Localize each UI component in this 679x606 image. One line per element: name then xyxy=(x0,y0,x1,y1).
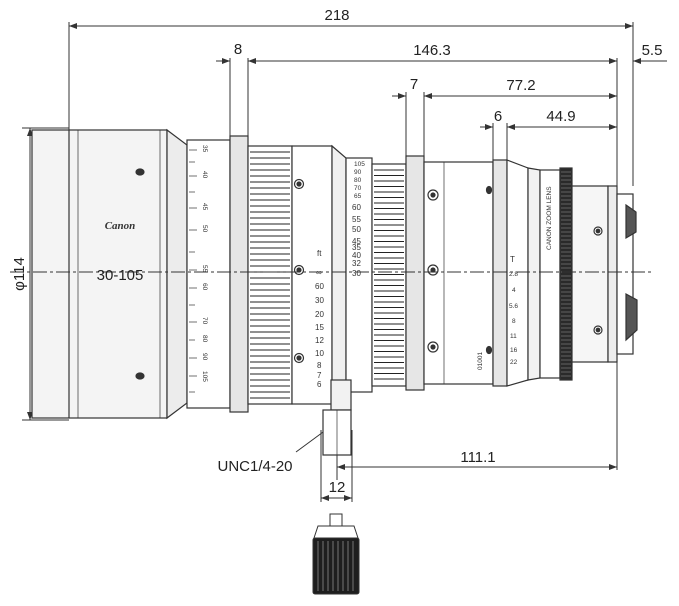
dim-front-to-mount: 146.3 xyxy=(413,42,451,59)
iris-label: 11 xyxy=(510,333,517,340)
focal-label: 80 xyxy=(354,177,362,184)
iris-side-screw-bottom xyxy=(485,345,493,355)
focus-label: 6 xyxy=(317,380,322,389)
middle-ring xyxy=(405,155,425,391)
dim-rear-ring-width: 6 xyxy=(494,108,502,125)
iris-label: 16 xyxy=(510,347,518,354)
dim-overall-length: 218 xyxy=(324,7,349,24)
front-barrel xyxy=(31,128,188,420)
dim-mount-protrusion: 5.5 xyxy=(642,42,663,59)
zoom-label: 55 xyxy=(201,265,208,273)
zoom-scale-labels: 35 40 45 50 55 60 70 80 90 105 xyxy=(201,145,208,382)
iris-unit-label: T xyxy=(510,255,515,264)
thread-label: UNC1/4-20 xyxy=(217,458,292,475)
iris-label: 2.8 xyxy=(509,271,518,278)
dim-middle-to-mount: 77.2 xyxy=(506,77,535,94)
brand-logo: Canon xyxy=(105,220,136,232)
focus-label: 12 xyxy=(315,336,324,345)
focal-label: 40 xyxy=(352,251,361,260)
focal-label: 65 xyxy=(354,193,362,200)
dim-tripod-width: 12 xyxy=(329,479,346,496)
focal-label: 32 xyxy=(352,259,361,268)
focus-label: 7 xyxy=(317,371,322,380)
focus-ring: ft ∞ 60 30 20 15 12 10 8 7 6 xyxy=(291,144,347,406)
iris-label: 8 xyxy=(512,318,516,325)
focal-label: 35 xyxy=(352,243,361,252)
dim-rear-to-mount: 44.9 xyxy=(546,108,575,125)
dimension-values: 218 8 146.3 5.5 7 77.2 6 44.9 φ114 111.1… xyxy=(11,7,662,496)
front-flange xyxy=(229,135,249,413)
iris-label: 22 xyxy=(510,359,518,366)
lens-body: 35 40 45 50 55 60 70 80 90 105 xyxy=(31,128,638,456)
model-label: 30-105 xyxy=(97,267,144,284)
front-screw-top xyxy=(135,168,145,176)
dim-middle-ring-width: 7 xyxy=(410,76,418,93)
focal-label: 50 xyxy=(352,225,361,234)
dim-tripod-to-mount: 111.1 xyxy=(460,449,495,466)
zoom-label: 45 xyxy=(201,203,208,211)
focus-label: 30 xyxy=(315,296,324,305)
zoom-label: 105 xyxy=(201,371,208,382)
zoom-label: 35 xyxy=(201,145,208,153)
iris-scale-ring: T 2.8 4 5.6 8 11 16 22 xyxy=(506,159,529,387)
front-screw-bottom xyxy=(135,372,145,380)
focus-unit-label: ft xyxy=(317,249,322,258)
tripod-knob xyxy=(312,513,360,595)
rear-name-ring: CANON ZOOM LENS xyxy=(527,167,573,381)
rear-ring xyxy=(492,159,508,387)
focus-label: 8 xyxy=(317,361,322,370)
focus-label: 15 xyxy=(315,323,324,332)
zoom-label: 40 xyxy=(201,171,208,179)
focal-label: 30 xyxy=(352,269,361,278)
focal-label: 105 xyxy=(354,161,365,168)
serial-number: 01001 xyxy=(477,352,484,370)
zoom-label: 90 xyxy=(201,353,208,361)
zoom-grip-ring xyxy=(247,145,293,405)
rear-mount xyxy=(571,185,638,363)
dim-diameter: φ114 xyxy=(11,257,28,291)
iris-label: 4 xyxy=(512,287,516,294)
zoom-scale-ring: 35 40 45 50 55 60 70 80 90 105 xyxy=(186,139,231,409)
focal-label: 45 xyxy=(352,237,361,246)
iris-section: 01001 xyxy=(423,161,494,385)
zoom-label: 70 xyxy=(201,317,208,325)
zoom-label: 50 xyxy=(201,225,208,233)
focus-label: 10 xyxy=(315,349,324,358)
focal-label: 90 xyxy=(354,169,362,176)
iris-side-screw-top xyxy=(485,185,493,195)
focal-label: 70 xyxy=(354,185,362,192)
focal-label: 60 xyxy=(352,203,361,212)
tripod-screw xyxy=(322,379,352,456)
focus-label: 60 xyxy=(315,282,324,291)
zoom-label: 80 xyxy=(201,335,208,343)
focal-label: 55 xyxy=(352,215,361,224)
focus-grip-ring xyxy=(371,163,407,387)
iris-label: 5.6 xyxy=(509,303,518,310)
lens-engraving: CANON ZOOM LENS xyxy=(546,186,553,250)
zoom-label: 60 xyxy=(201,283,208,291)
focal-scale-ring: 105 90 80 70 65 60 55 50 45 40 35 32 30 xyxy=(345,157,373,393)
dim-flange-width: 8 xyxy=(234,41,242,58)
focus-label: 20 xyxy=(315,310,324,319)
